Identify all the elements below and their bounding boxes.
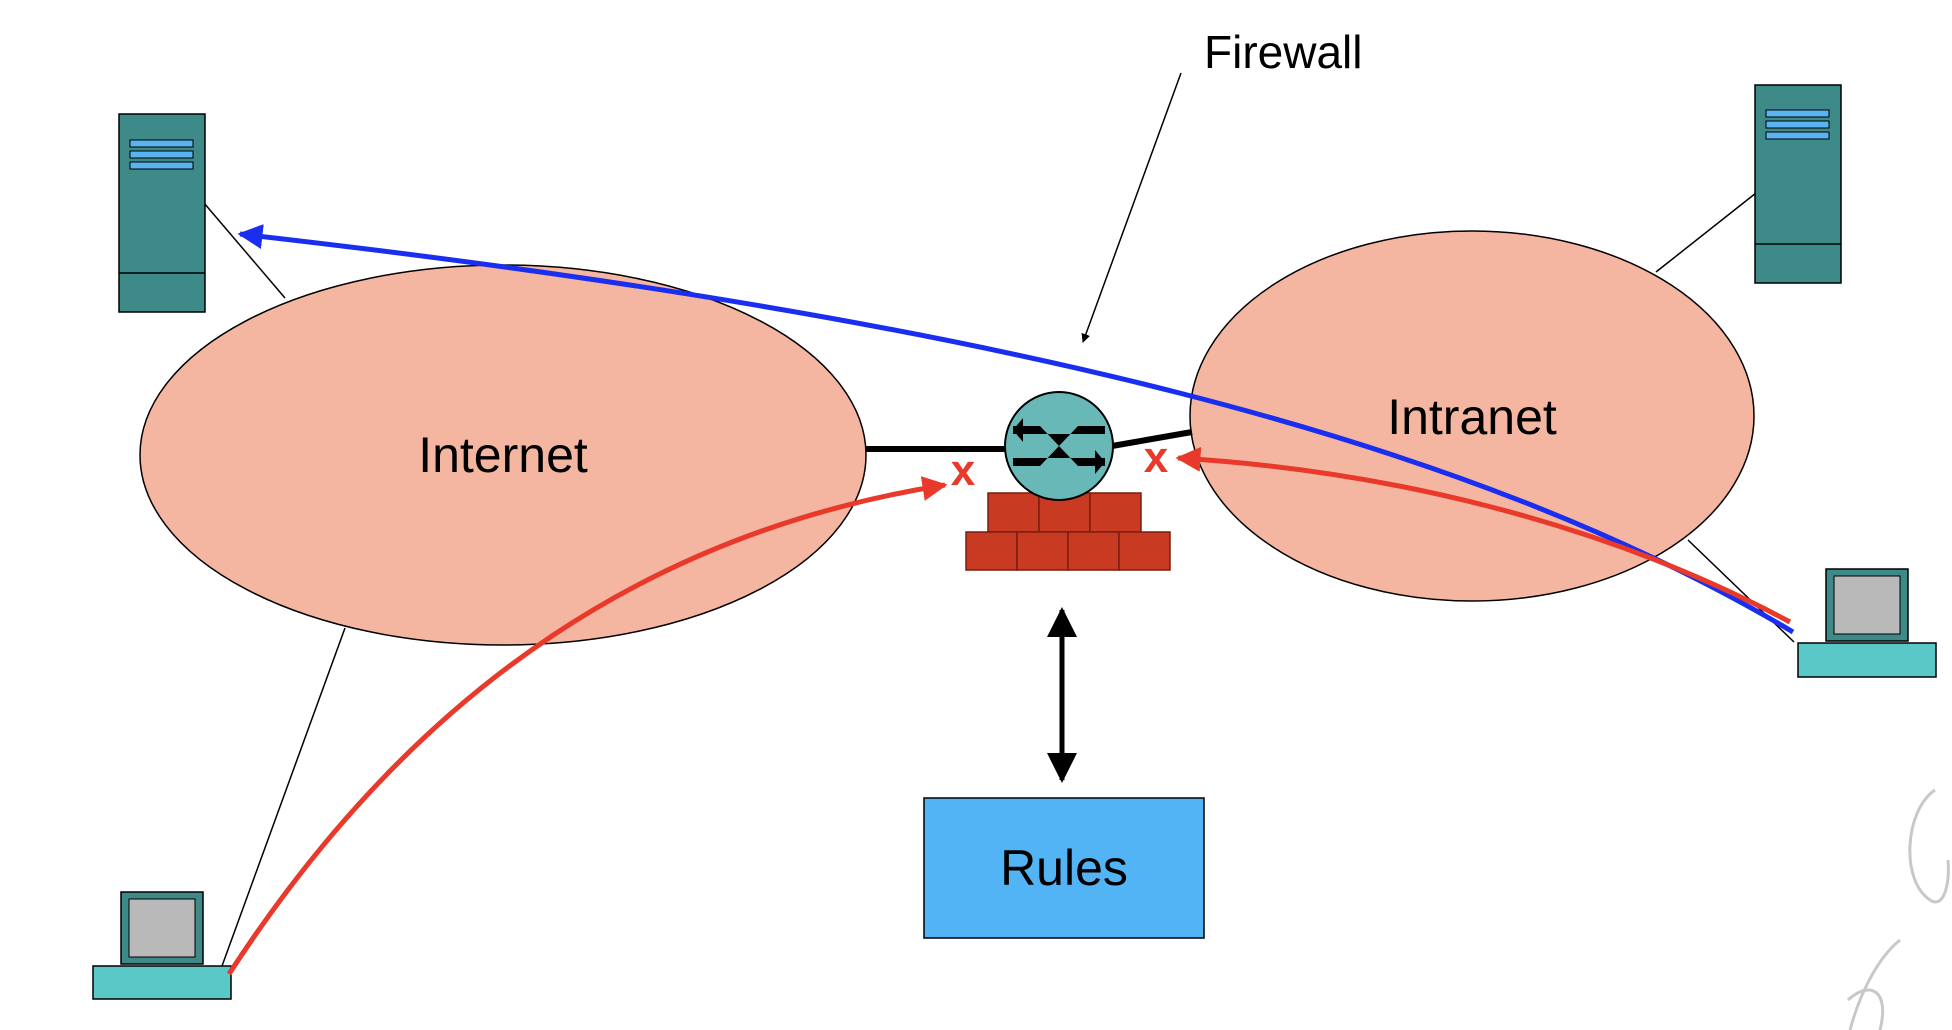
pc-left-link: [221, 627, 346, 967]
decorative-sketch: [1846, 788, 1950, 1030]
pc-right-icon: [1797, 568, 1937, 678]
router-intranet-link: [1111, 429, 1193, 449]
firewall-pointer-arrow: [1081, 72, 1182, 343]
intranet-label: Intranet: [1387, 389, 1557, 445]
firewall-wall-icon: [965, 492, 1171, 571]
rules-label: Rules: [1000, 840, 1128, 896]
block-mark-intranet: x: [1144, 433, 1169, 482]
pc-left-icon: [92, 891, 232, 1000]
server-right-link: [1655, 192, 1757, 273]
server-left-icon: [118, 113, 206, 313]
router-icon: [1004, 391, 1114, 501]
server-left-link: [203, 202, 286, 299]
blocked-outbound-flow-arrow: [1175, 446, 1792, 625]
pc-right-link: [1687, 539, 1795, 643]
block-mark-internet: x: [951, 446, 976, 495]
blocked-inbound-flow-arrow: [226, 476, 948, 976]
rules-box: [923, 797, 1205, 939]
internet-label: Internet: [418, 427, 588, 483]
server-right-icon: [1754, 84, 1842, 284]
intranet-cloud: [1189, 230, 1755, 602]
firewall-label: Firewall: [1204, 26, 1362, 78]
